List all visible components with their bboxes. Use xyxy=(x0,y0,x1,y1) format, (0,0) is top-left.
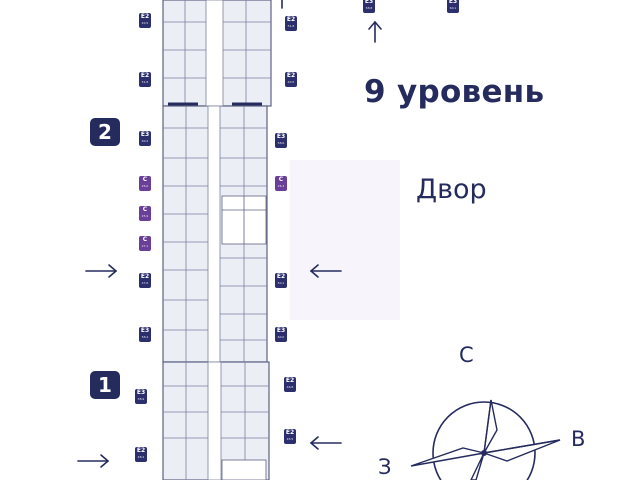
compass-west-label: З xyxy=(378,455,392,479)
entrance-arrow-right-lower xyxy=(309,436,342,450)
section-1-badge: 1 xyxy=(90,371,120,399)
yard-area xyxy=(290,160,400,320)
yard-label: Двор xyxy=(416,174,487,205)
entrance-arrow-left-lower xyxy=(77,454,110,468)
section-2-badge: 2 xyxy=(90,118,120,146)
corridor xyxy=(205,0,224,480)
entrance-arrow-top-right xyxy=(368,20,382,43)
entrance-arrows xyxy=(77,0,382,468)
entrance-arrow-left-upper xyxy=(85,264,118,278)
entrance-arrow-right-middle xyxy=(309,264,342,278)
compass-rose xyxy=(410,399,561,480)
compass-north-label: С xyxy=(459,343,474,367)
compass-east-label: В xyxy=(571,427,586,451)
level-title: 9 уровень xyxy=(364,74,545,110)
room-partitions xyxy=(163,0,271,480)
